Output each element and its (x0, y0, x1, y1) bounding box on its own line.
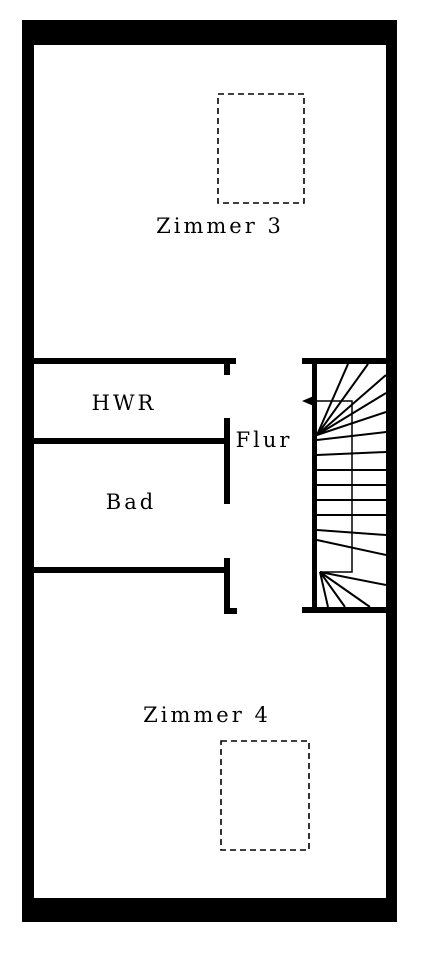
stair-walk-line (310, 400, 353, 573)
outer-walls (22, 20, 397, 922)
stair-step (319, 571, 371, 608)
staircase (302, 363, 387, 608)
wall-stair-top (302, 358, 386, 364)
interior-walls (34, 358, 386, 614)
room-label-zimmer4: Zimmer 4 (143, 703, 271, 727)
wall-bad-zimmer4 (34, 567, 230, 573)
wall-stair-left (312, 364, 317, 607)
stair-step (319, 571, 346, 608)
stair-step (319, 571, 329, 608)
stair-step (316, 363, 369, 436)
wall-zimmer3-hwr (34, 358, 236, 364)
top-wall (22, 20, 397, 45)
skylight-zimmer3 (217, 93, 305, 204)
stair-step (319, 571, 387, 586)
stair-direction-arrow-icon (302, 395, 316, 407)
room-label-bad: Bad (106, 490, 156, 514)
wall-stair-bottom (302, 607, 386, 613)
wall-flur-lower-foot (224, 608, 237, 614)
wall-hwr-stub (224, 358, 230, 375)
right-wall (386, 20, 397, 922)
room-label-flur: Flur (236, 428, 293, 452)
wall-hwr-bad (34, 438, 230, 444)
wall-flur-upper (224, 418, 230, 504)
bottom-wall (22, 898, 397, 922)
room-label-zimmer3: Zimmer 3 (156, 214, 284, 238)
wall-flur-lower (224, 558, 230, 613)
skylight-zimmer4 (220, 740, 310, 851)
left-wall (22, 20, 34, 922)
room-label-hwr: HWR (92, 391, 157, 415)
stair-step (316, 363, 349, 436)
